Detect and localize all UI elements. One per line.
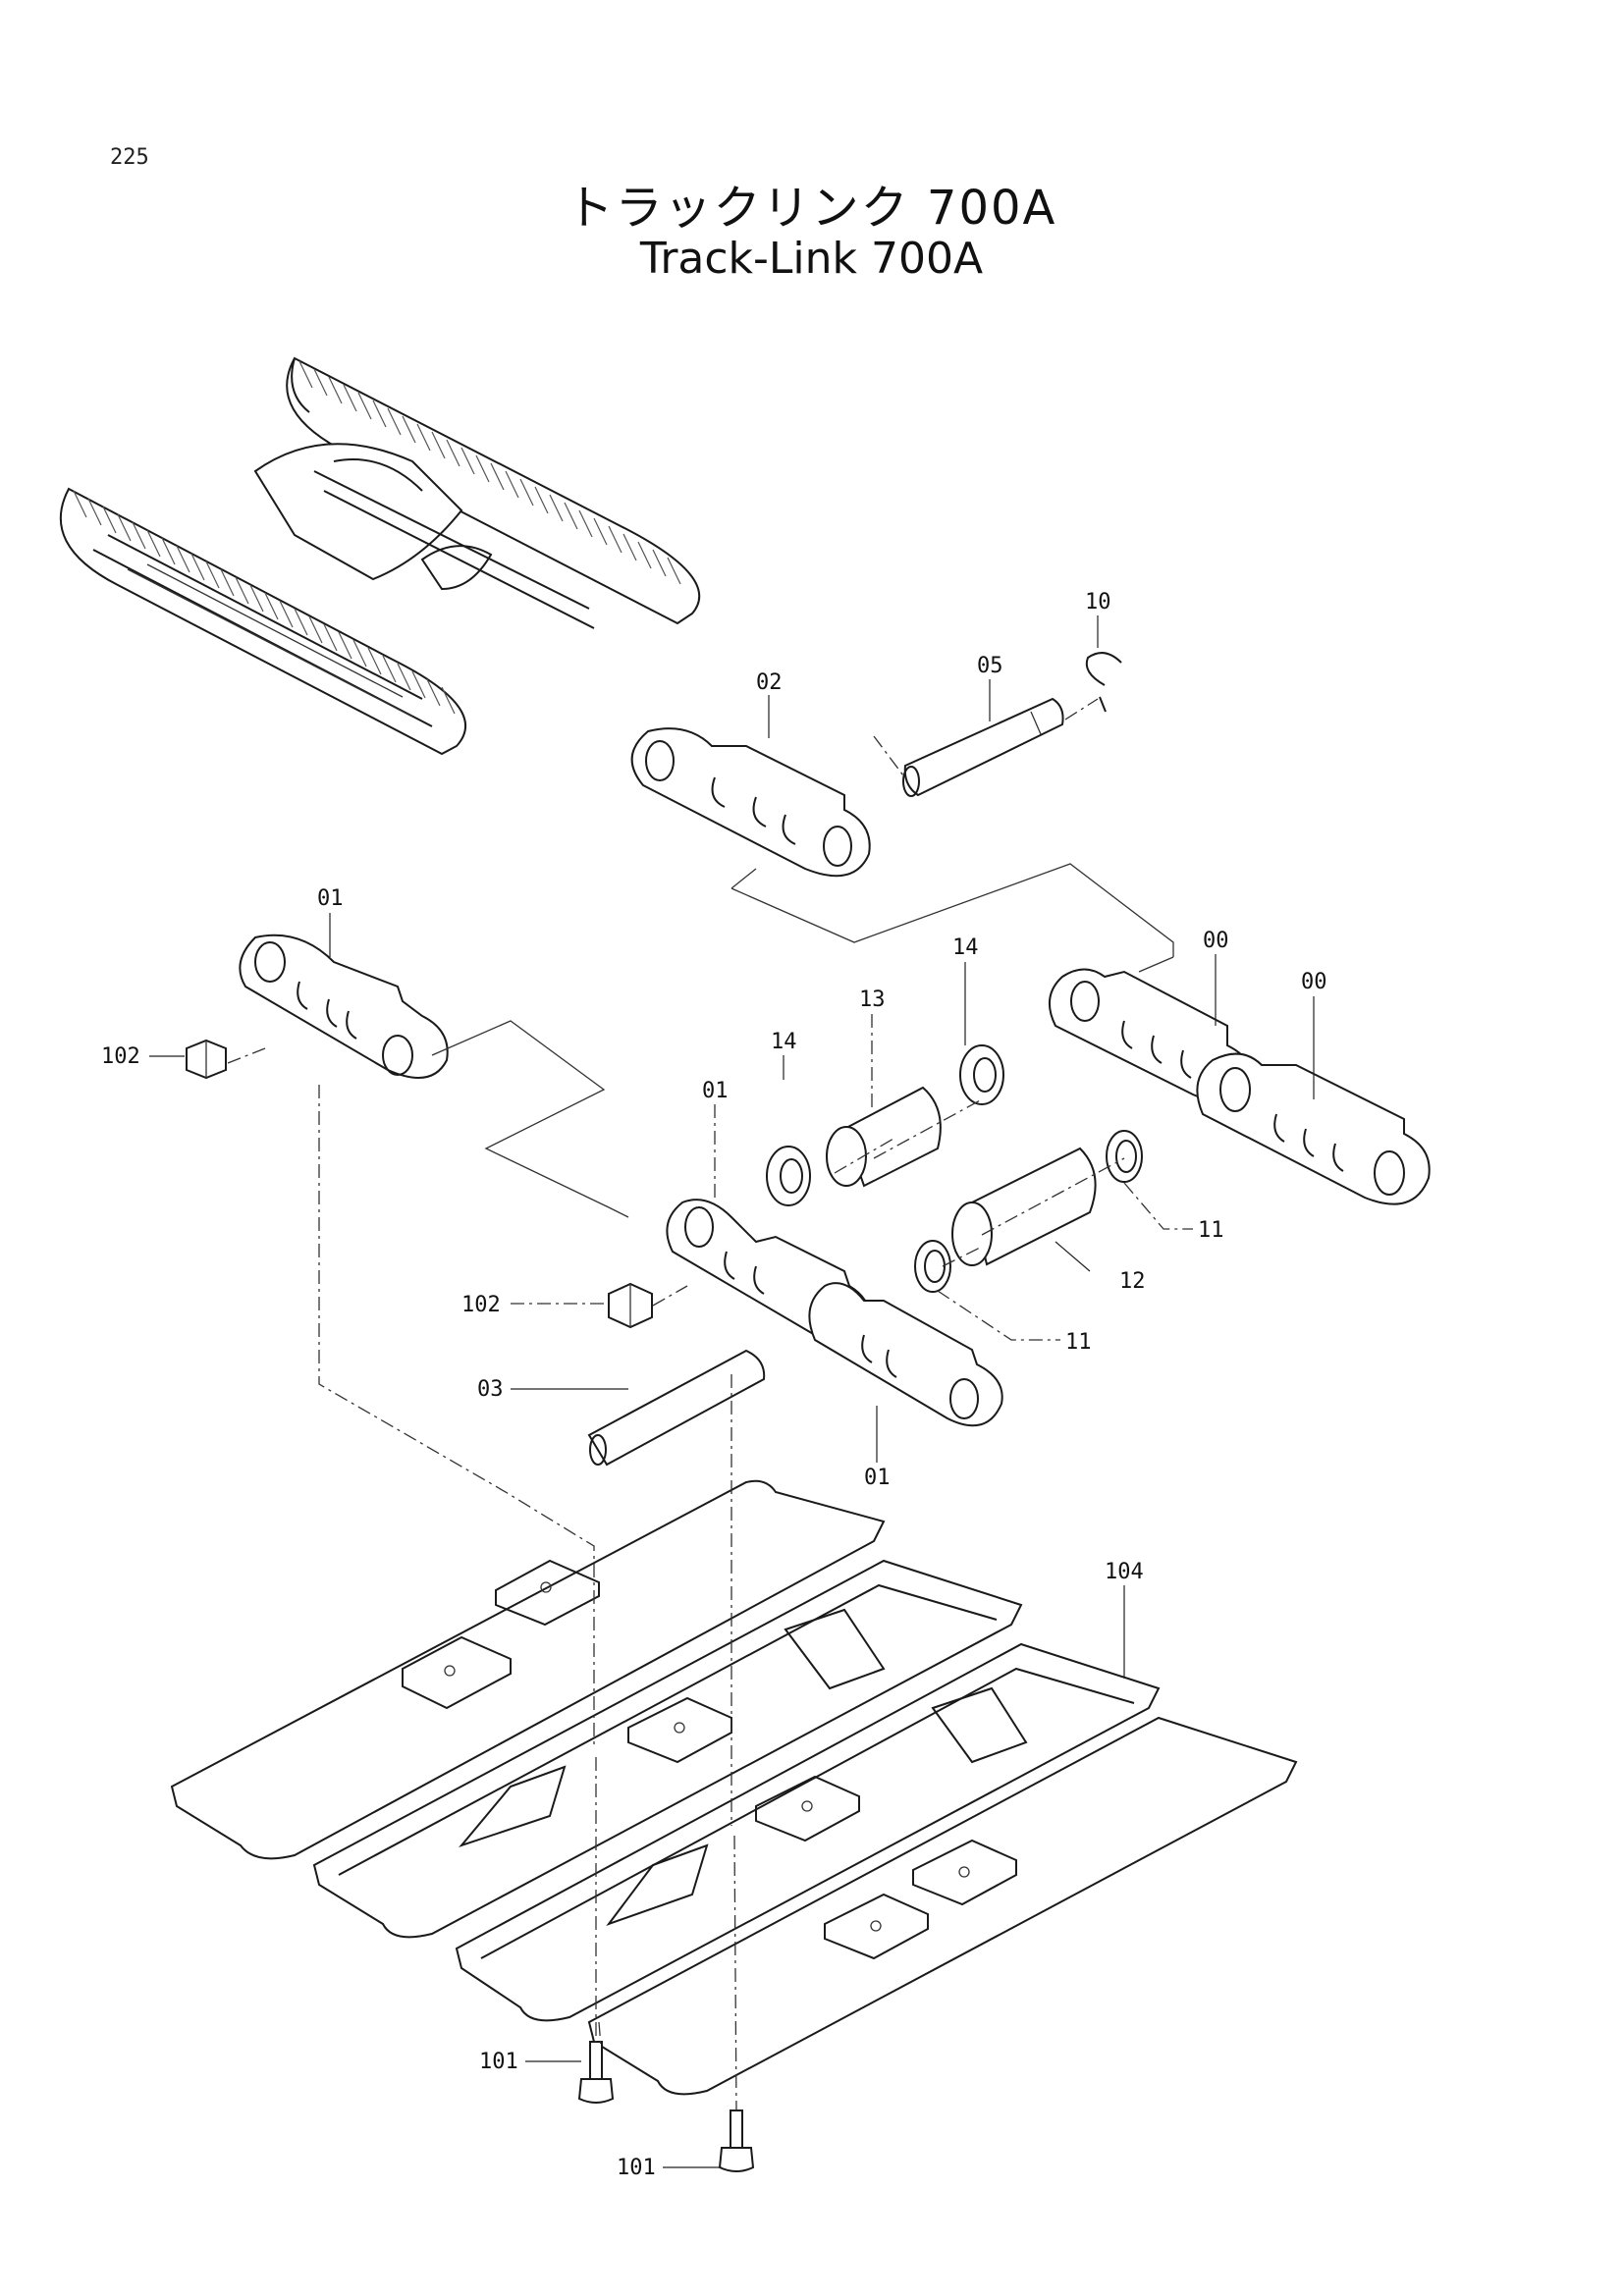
track-link-01-lower (808, 1282, 1003, 1427)
track-link-01-upper (239, 934, 449, 1079)
seal-14-right (959, 1044, 1004, 1105)
track-shoe-plate-upper (170, 1479, 886, 1860)
label-00-a: 00 (1203, 929, 1229, 953)
label-12: 12 (1119, 1269, 1146, 1294)
shoe-bolt-101-left (577, 2041, 615, 2104)
title-english: Track-Link 700A (639, 234, 984, 284)
track-pin-05 (902, 697, 1064, 797)
label-01-top: 01 (317, 886, 344, 911)
label-03: 03 (477, 1377, 504, 1402)
bushing-12 (951, 1147, 1097, 1266)
seal-14-left (766, 1146, 811, 1206)
label-01-mid: 01 (702, 1079, 729, 1103)
nut-102-lower (608, 1282, 653, 1329)
label-102-a: 102 (101, 1044, 140, 1069)
track-link-02 (630, 727, 871, 878)
label-102-b: 102 (461, 1293, 501, 1317)
track-shoe-plate-middle (312, 1559, 1023, 1939)
label-14-a: 14 (952, 935, 979, 960)
track-shoe-plate-lower (455, 1642, 1161, 2022)
assembly-centerlines (227, 698, 1125, 2111)
label-01-bot: 01 (864, 1466, 891, 1490)
label-101-a: 101 (479, 2050, 518, 2074)
seal-11-left (914, 1240, 951, 1293)
rear-track-shoes (298, 360, 681, 585)
shoe-bolt-101-right (718, 2109, 755, 2172)
track-link-00-right (1196, 1052, 1431, 1205)
label-101-b: 101 (617, 2156, 656, 2180)
label-11-a: 11 (1198, 1218, 1224, 1243)
label-104: 104 (1105, 1560, 1144, 1584)
part-number-callouts: 10 02 05 01 00 00 14 13 102 14 01 11 (101, 590, 1327, 2180)
label-00-b: 00 (1301, 970, 1327, 994)
label-14-b: 14 (771, 1030, 797, 1054)
label-11-b: 11 (1065, 1330, 1092, 1355)
page-number: 225 (110, 145, 149, 170)
snap-ring-10 (1085, 652, 1122, 713)
undercarriage-overview-illustration (59, 356, 701, 756)
label-10: 10 (1085, 590, 1111, 614)
master-pin-03 (587, 1349, 766, 1467)
title-japanese: トラックリンク 700A (566, 181, 1057, 236)
bushing-13 (826, 1086, 942, 1188)
label-05: 05 (977, 654, 1003, 678)
track-shoe-plate-bottom (587, 1716, 1298, 2096)
label-13: 13 (859, 988, 886, 1012)
seal-11-right (1106, 1130, 1143, 1183)
label-02: 02 (756, 670, 783, 695)
nut-102-upper (186, 1039, 227, 1080)
phantom-outline-frames (431, 863, 1174, 1218)
front-track-shoes (73, 490, 456, 715)
